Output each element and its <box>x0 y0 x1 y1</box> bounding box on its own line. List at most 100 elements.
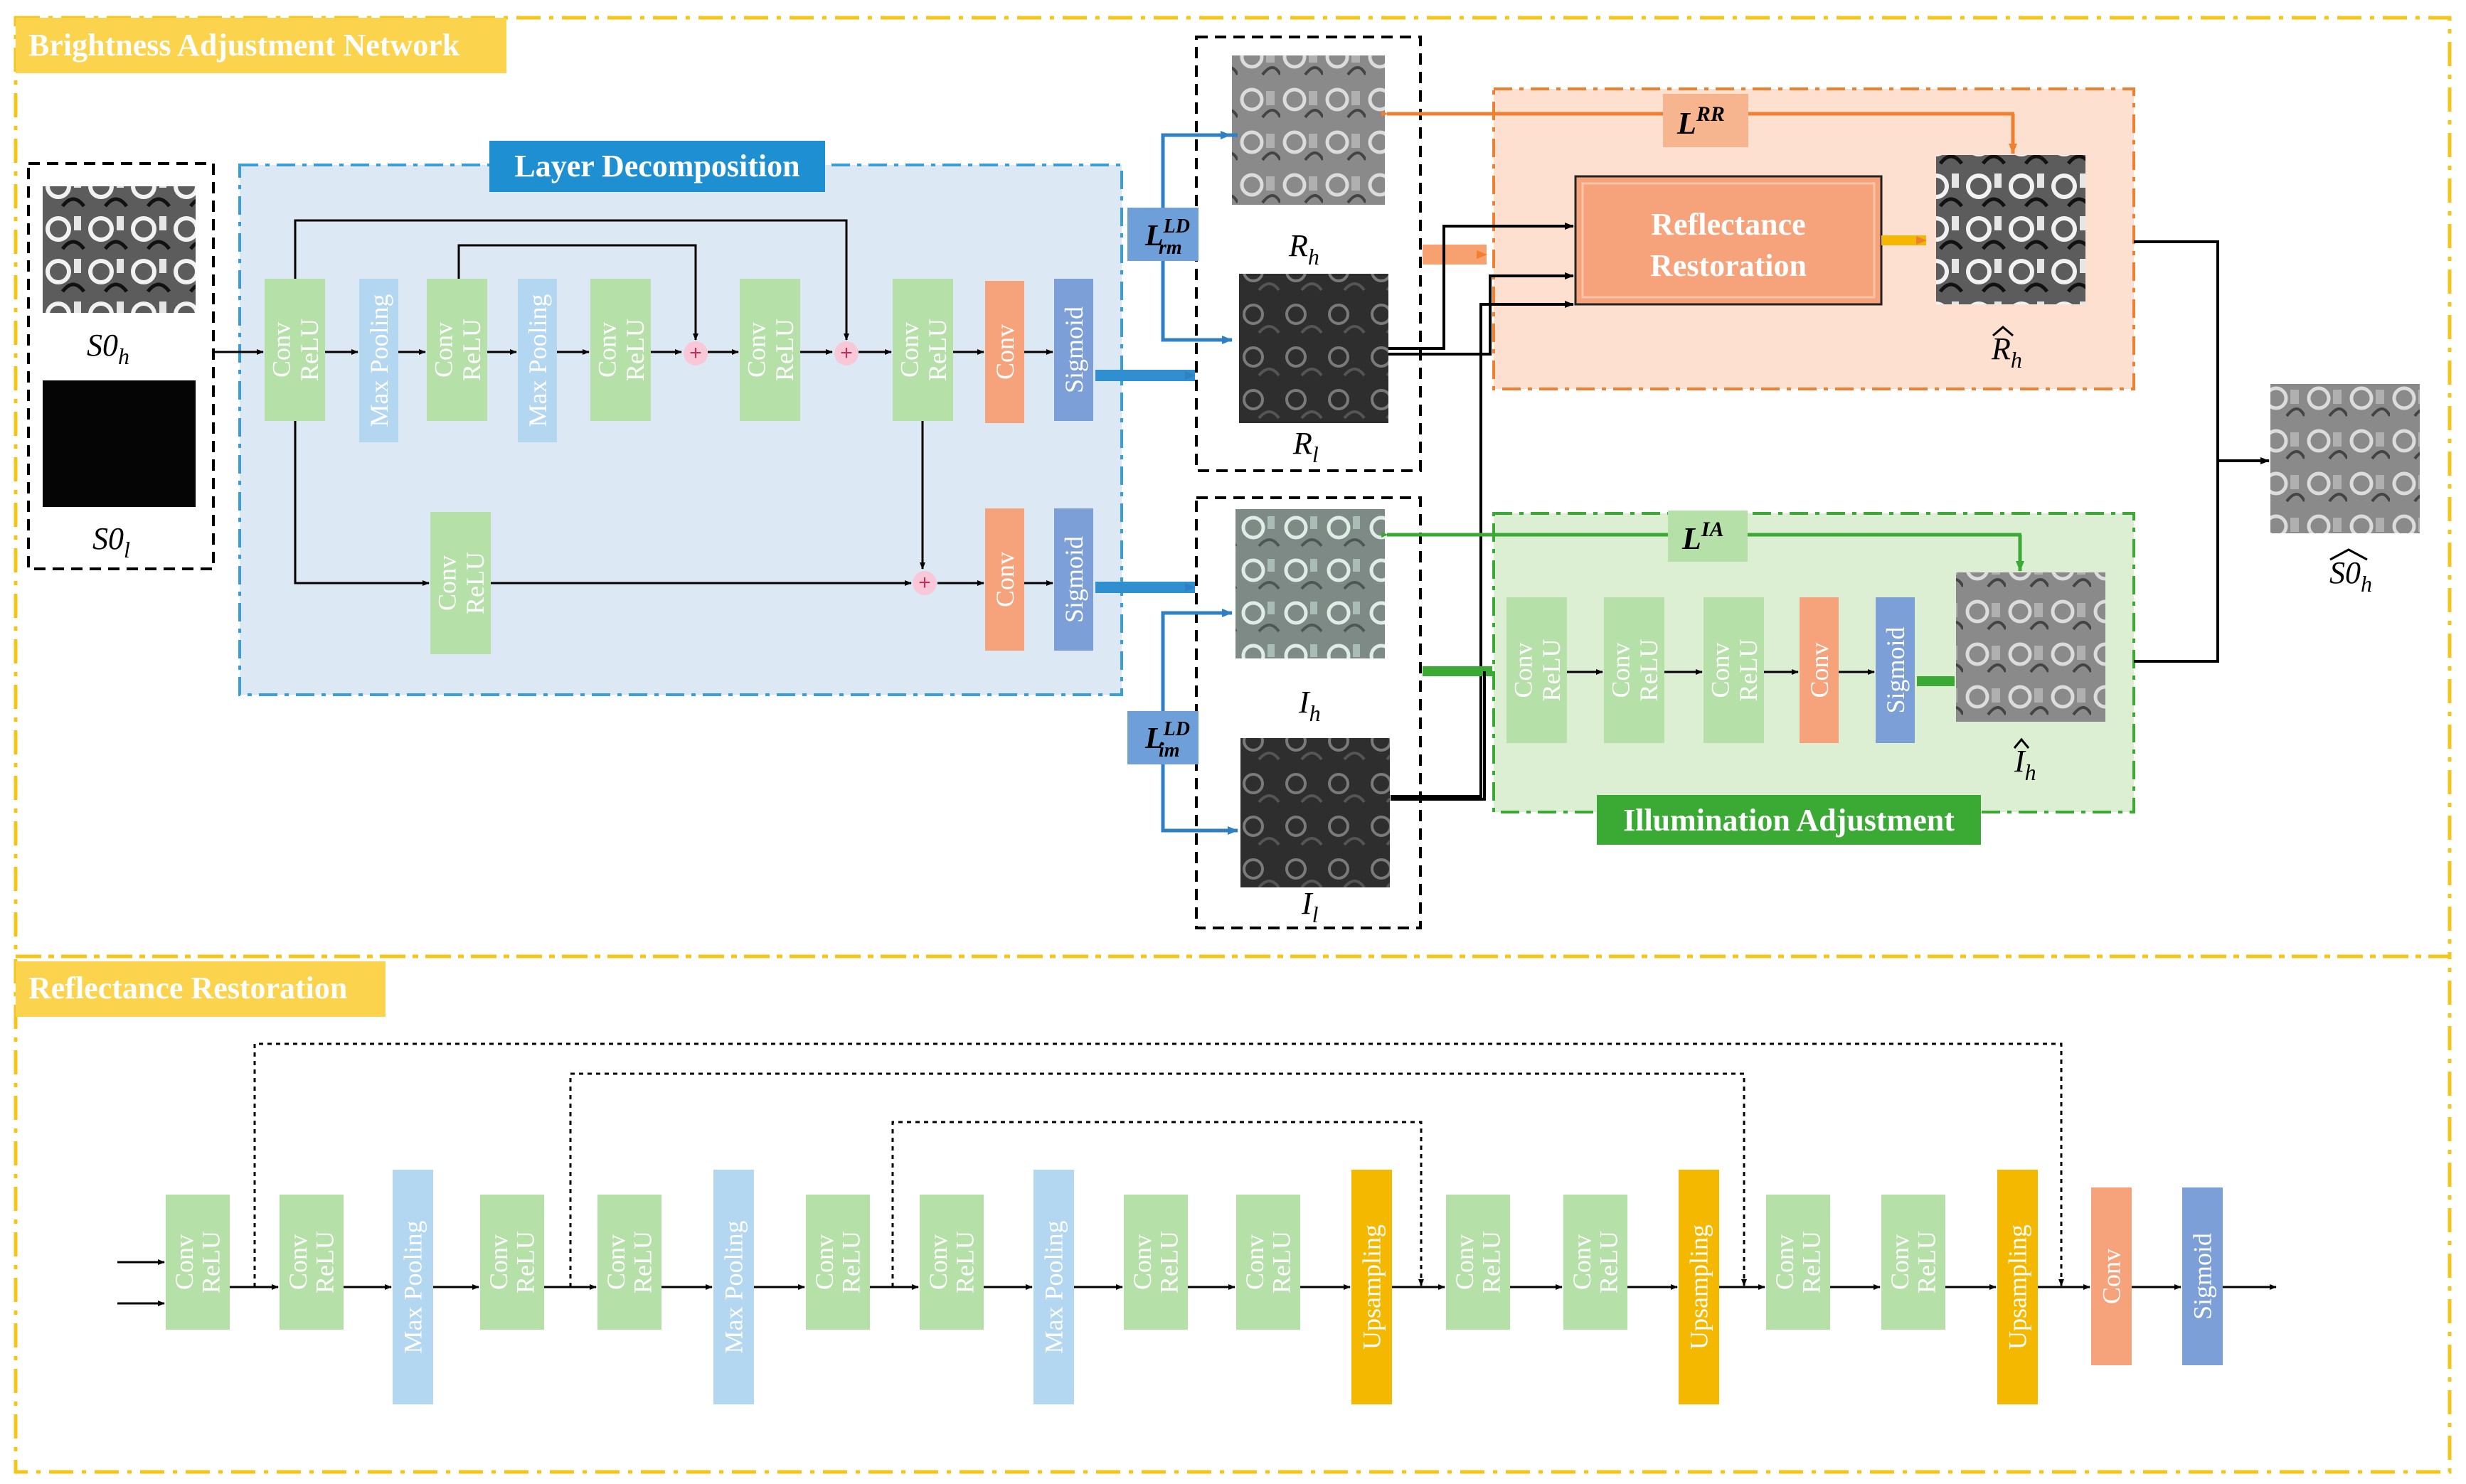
unet-sigmoid-label: Sigmoid <box>2188 1233 2216 1320</box>
unet-upsampling-2-box <box>1679 1170 1719 1404</box>
ld-conv-relu-5-label: ConvReLU <box>895 319 952 381</box>
ia-conv-label: Conv <box>1805 642 1834 698</box>
ld-conv-1-box <box>985 281 1024 423</box>
ld-conv-1: Conv <box>985 281 1024 423</box>
layer-decomposition-label: Layer Decomposition <box>514 149 799 183</box>
ld-sigmoid-1-box <box>1054 279 1093 421</box>
ia-conv-box <box>1800 597 1839 743</box>
ld-conv-relu-6-label: ConvReLU <box>432 552 489 614</box>
adjusted-illumination-hat <box>2013 737 2030 749</box>
unet-conv-relu-4-box <box>597 1195 661 1330</box>
reflectance-high-label: Rh <box>1288 228 1319 269</box>
ld-add-1: + <box>684 341 708 365</box>
ld-rm-loss-box <box>1127 208 1199 261</box>
ld-add-2: + <box>834 341 859 365</box>
s0-high-label: S0h <box>87 328 129 369</box>
illumination-high-photo <box>1235 509 1385 658</box>
input-frame <box>27 162 215 570</box>
unet-conv-relu-1-box <box>166 1195 230 1330</box>
ld-sigmoid-2-label: Sigmoid <box>1060 536 1088 623</box>
reflectance-high-photo <box>1232 55 1385 205</box>
unet-conv-relu-6-box <box>920 1195 984 1330</box>
unet-sigmoid: Sigmoid <box>2182 1187 2223 1365</box>
ld-skip-2 <box>457 244 698 341</box>
unet-conv-relu-2: ConvReLU <box>280 1195 344 1330</box>
reflectance-restoration-block-inner <box>1581 182 1876 299</box>
unet-conv-box <box>2091 1187 2132 1365</box>
unet-conv-relu-4-label: ConvReLU <box>602 1231 657 1293</box>
unet-sigmoid-box <box>2182 1187 2223 1365</box>
reflectance-low-label: Rl <box>1292 426 1319 467</box>
output-label: S0h <box>2329 555 2372 597</box>
unet-conv-relu-12: ConvReLU <box>1881 1195 1945 1330</box>
ld-conv-relu-4-box <box>740 279 800 421</box>
output-photo <box>2270 384 2420 533</box>
ia-conv-relu-3-box <box>1704 597 1764 743</box>
ld-conv-relu-3-box <box>590 279 651 421</box>
ia-conv-relu-2: ConvReLU <box>1604 597 1664 743</box>
unet-conv-relu-7-box <box>1124 1195 1188 1330</box>
unet-max-pool-3: Max Pooling <box>1033 1170 1074 1404</box>
unet-conv-relu-11-box <box>1766 1195 1830 1330</box>
output-hat <box>2329 548 2368 561</box>
ld-conv-relu-1-box <box>265 279 325 421</box>
ld-conv-relu-1: ConvReLU <box>265 279 325 421</box>
ia-sigmoid-box <box>1876 597 1915 743</box>
ld-sigmoid-1-label: Sigmoid <box>1060 306 1088 393</box>
ld-max-pool-2-box <box>518 279 557 442</box>
ld-sigmoid-1: Sigmoid <box>1054 279 1093 421</box>
ld-conv-relu-2-box <box>427 279 487 421</box>
reflectance-restoration-label-2: Restoration <box>1650 248 1807 283</box>
unet-conv-relu-2-box <box>280 1195 344 1330</box>
unet-conv-relu-9-label: ConvReLU <box>1450 1231 1505 1293</box>
restored-reflectance-label: Rh <box>1991 331 2022 373</box>
ld-conv-2-box <box>985 508 1024 651</box>
unet-max-pool-2: Max Pooling <box>713 1170 754 1404</box>
unet-conv-relu-1: ConvReLU <box>166 1195 230 1330</box>
ld-conv-relu-3-label: ConvReLU <box>592 319 649 381</box>
unet-conv-relu-12-label: ConvReLU <box>1886 1231 1940 1293</box>
layer-decomposition-label-bg <box>489 141 825 192</box>
unet-conv-label: Conv <box>2097 1249 2125 1304</box>
unet-conv-relu-7-label: ConvReLU <box>1128 1231 1183 1293</box>
unet-max-pool-2-box <box>713 1170 754 1404</box>
ld-conv-relu-5-box <box>893 279 953 421</box>
ld-conv-relu-2-label: ConvReLU <box>429 319 486 381</box>
unet-upsampling-3-box <box>1997 1170 2038 1404</box>
unet-max-pool-3-label: Max Pooling <box>1039 1220 1068 1353</box>
bottom-section-frame <box>14 954 2452 1474</box>
unet-max-pool-3-box <box>1033 1170 1074 1404</box>
unet-conv-relu-7: ConvReLU <box>1124 1195 1188 1330</box>
unet-conv-relu-11: ConvReLU <box>1766 1195 1830 1330</box>
bottom-section-label-bg <box>16 961 386 1017</box>
ld-im-bracket-low <box>1161 754 1238 835</box>
top-section-label-bg <box>16 18 506 73</box>
ld-conv-relu-1-label: ConvReLU <box>267 319 324 381</box>
ld-max-pool-2: Max Pooling <box>518 279 557 442</box>
unet-conv-relu-4: ConvReLU <box>597 1195 661 1330</box>
unet-conv-relu-10-box <box>1563 1195 1627 1330</box>
unet-upsampling-3-label: Upsampling <box>2003 1224 2031 1350</box>
unet-upsampling-2: Upsampling <box>1679 1170 1719 1404</box>
ia-sigmoid: Sigmoid <box>1876 597 1915 743</box>
unet-conv-relu-10: ConvReLU <box>1563 1195 1627 1330</box>
ld-conv-relu-2: ConvReLU <box>427 279 487 421</box>
svg-text:+: + <box>840 341 853 365</box>
ld-im-bracket <box>1161 609 1233 711</box>
ia-loss-box <box>1668 511 1748 562</box>
reflectance-restoration-label-1: Reflectance <box>1651 207 1805 242</box>
unet-max-pool-1-label: Max Pooling <box>398 1220 427 1353</box>
illumination-high-label: Ih <box>1298 685 1321 726</box>
unet-conv-relu-6-label: ConvReLU <box>924 1231 979 1293</box>
ia-conv: Conv <box>1800 597 1839 743</box>
ld-conv-relu-3: ConvReLU <box>590 279 651 421</box>
ia-conv-relu-1-label: ConvReLU <box>1509 639 1566 702</box>
ld-conv-relu-5: ConvReLU <box>893 279 953 421</box>
ld-max-pool-1: Max Pooling <box>359 279 398 442</box>
unet-conv-relu-5-box <box>806 1195 870 1330</box>
ld-max-pool-1-label: Max Pooling <box>365 294 393 427</box>
unet-conv-relu-3-label: ConvReLU <box>484 1231 539 1293</box>
rl-to-rr <box>1388 272 1574 356</box>
s0-high-photo <box>43 186 196 313</box>
